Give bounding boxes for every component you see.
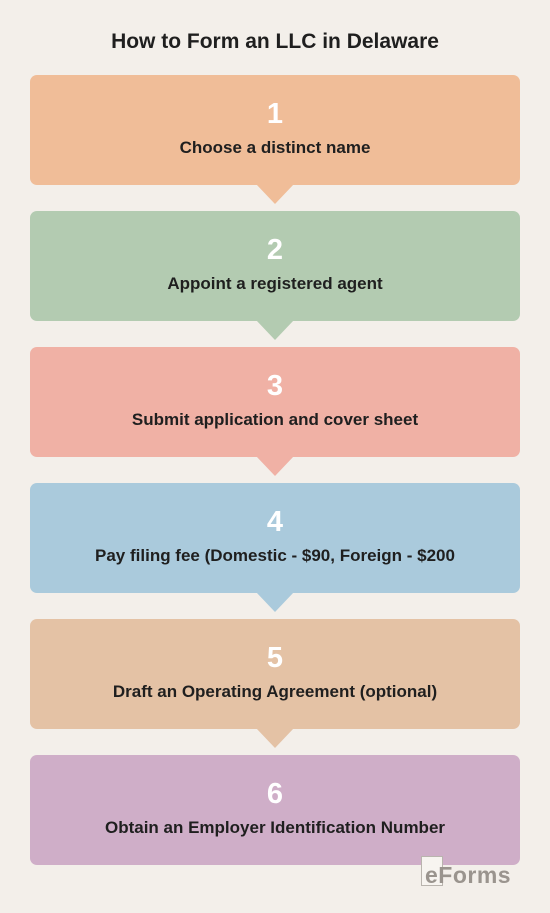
logo-text: eForms <box>425 862 512 888</box>
step-number: 6 <box>266 778 284 810</box>
document-icon <box>421 856 443 886</box>
step-2: 2 Appoint a registered agent <box>30 211 520 321</box>
step-number: 3 <box>266 370 284 402</box>
step-3: 3 Submit application and cover sheet <box>30 347 520 457</box>
steps-flowchart: 1 Choose a distinct name 2 Appoint a reg… <box>30 75 520 891</box>
step-label: Pay filing fee (Domestic - $90, Foreign … <box>95 546 455 565</box>
step-label: Choose a distinct name <box>179 138 371 157</box>
step-label: Draft an Operating Agreement (optional) <box>112 682 438 701</box>
step-number: 4 <box>266 506 284 538</box>
step-label: Obtain an Employer Identification Number <box>104 818 446 837</box>
step-number: 2 <box>266 234 284 266</box>
step-5: 5 Draft an Operating Agreement (optional… <box>30 619 520 729</box>
step-number: 1 <box>266 98 284 130</box>
step-1: 1 Choose a distinct name <box>30 75 520 185</box>
step-6: 6 Obtain an Employer Identification Numb… <box>30 755 520 865</box>
step-label: Submit application and cover sheet <box>131 410 419 429</box>
step-number: 5 <box>266 642 284 674</box>
step-label: Appoint a registered agent <box>167 274 383 293</box>
step-4: 4 Pay filing fee (Domestic - $90, Foreig… <box>30 483 520 593</box>
page-title: How to Form an LLC in Delaware <box>111 30 439 53</box>
